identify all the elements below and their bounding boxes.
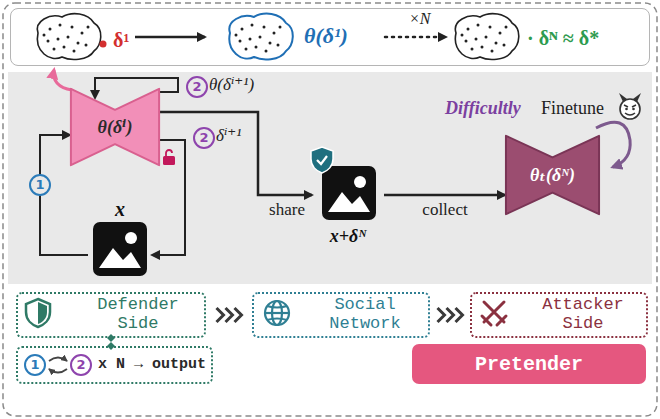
model-network: θ(δⁱ) — [70, 88, 160, 166]
model-label: θ(δⁱ) — [98, 117, 133, 138]
side-label: Defender Side — [76, 296, 200, 333]
loop-arrows — [49, 358, 67, 373]
social-network-box: Social Network — [252, 292, 430, 338]
update-label: θ(δⁱ⁺¹) — [209, 75, 254, 95]
finetuned-network: θₜ(δᴺ) — [505, 135, 600, 215]
lock-icon — [163, 150, 175, 165]
connector — [110, 338, 112, 346]
defender-box: Defender Side — [16, 292, 206, 338]
repeat-label: ×N — [409, 10, 430, 28]
loop-summary-box: 1 2 x N → output — [16, 346, 213, 384]
callout-number: 1 — [29, 174, 51, 196]
network-outline — [71, 89, 159, 165]
edge-label: share — [269, 200, 305, 220]
pretender-box: Pretender — [412, 344, 646, 384]
image-icon — [322, 166, 376, 220]
outer-frame — [3, 3, 657, 416]
optimum-label: · δᴺ ≈ δ* — [527, 27, 599, 50]
devil-face — [619, 93, 641, 119]
shield-icon — [26, 299, 50, 327]
image-icon — [93, 222, 147, 276]
globe-icon — [265, 301, 289, 325]
protected-image-node: x+δᴺ — [312, 148, 384, 254]
callout-number: 2 — [186, 76, 208, 98]
update-arrow — [54, 70, 72, 90]
top-panel: δ¹ θ(δ¹) ×N · δᴺ ≈ δ* — [10, 8, 650, 66]
step-number: 1 — [24, 354, 46, 376]
edge-label: δⁱ⁺¹ — [216, 126, 241, 146]
shield-badge — [311, 147, 333, 173]
chevron-connector — [217, 308, 242, 322]
image-label: x — [115, 198, 125, 221]
perturbation-space — [37, 14, 518, 60]
model-label: θₜ(δᴺ) — [530, 165, 575, 186]
emphasis-label: Difficultly — [445, 98, 521, 119]
model-update-loop — [95, 78, 178, 98]
method-name: Pretender — [475, 353, 583, 376]
side-label: Social Network — [306, 296, 424, 333]
output-label: x N → output — [98, 356, 206, 373]
step-number: 2 — [70, 354, 92, 376]
model-label: θ(δ¹) — [304, 23, 348, 48]
chevron-connector — [438, 308, 463, 322]
swords-icon — [482, 302, 506, 325]
finetune-arrow — [596, 122, 630, 167]
attacker-box: Attacker Side — [470, 292, 648, 338]
image-node: x — [88, 198, 152, 278]
perturbation-label: δ¹ — [113, 29, 129, 52]
side-label: Attacker Side — [524, 296, 642, 333]
image-label: x+δᴺ — [330, 226, 366, 247]
edge-label: collect — [422, 200, 467, 220]
connector — [160, 112, 312, 195]
note-label: Finetune — [541, 98, 604, 119]
network-outline — [506, 136, 599, 214]
callout-number: 2 — [193, 127, 215, 149]
connector — [384, 194, 505, 197]
process-band — [8, 72, 652, 284]
